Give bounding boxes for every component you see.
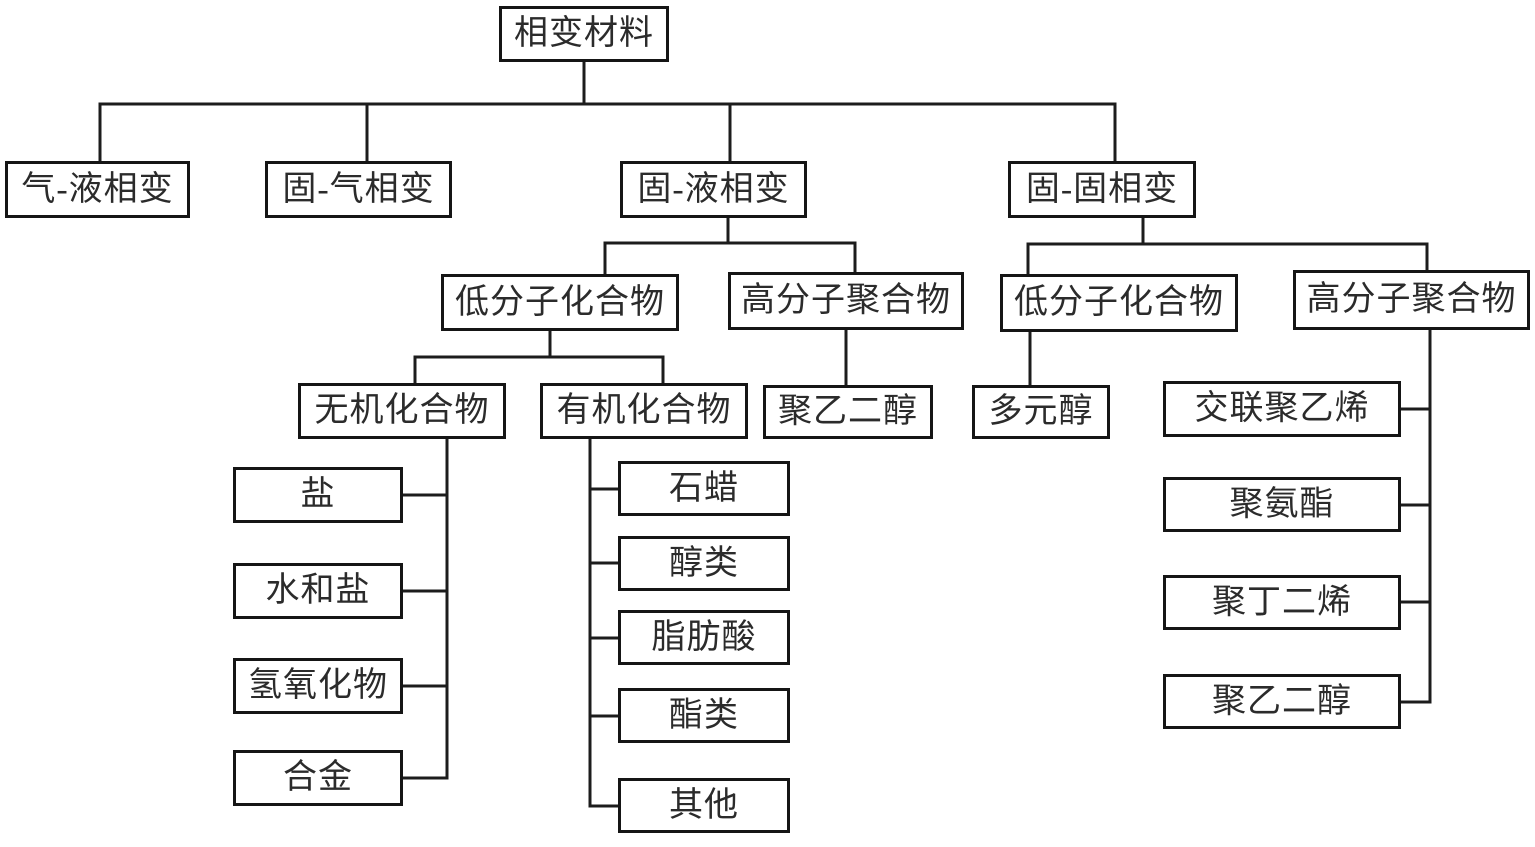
- node-paraffin: 石蜡: [618, 461, 790, 516]
- node-others: 其他: [618, 778, 790, 833]
- node-salt: 盐: [233, 467, 403, 523]
- node-solid-gas-phase-change: 固-气相变: [265, 161, 452, 218]
- node-solid-solid-phase-change: 固-固相变: [1008, 161, 1196, 218]
- node-fatty-acids: 脂肪酸: [618, 610, 790, 665]
- node-alcohols: 醇类: [618, 536, 790, 591]
- node-polyurethane: 聚氨酯: [1163, 477, 1401, 532]
- node-polybutadiene: 聚丁二烯: [1163, 575, 1401, 630]
- node-esters: 酯类: [618, 688, 790, 743]
- node-ss-high-polymer: 高分子聚合物: [1293, 270, 1530, 330]
- node-ss-low-molecular-compound: 低分子化合物: [1000, 274, 1238, 332]
- node-organic-compound: 有机化合物: [540, 383, 748, 439]
- node-crosslinked-polyethylene: 交联聚乙烯: [1163, 381, 1401, 437]
- node-polyethylene-glycol-sl: 聚乙二醇: [763, 385, 933, 439]
- node-inorganic-compound: 无机化合物: [298, 383, 506, 439]
- node-solid-liquid-phase-change: 固-液相变: [620, 161, 807, 218]
- node-sl-low-molecular-compound: 低分子化合物: [441, 274, 679, 331]
- node-gas-liquid-phase-change: 气-液相变: [5, 161, 190, 218]
- node-polyol: 多元醇: [972, 385, 1110, 439]
- node-polyethylene-glycol-ss: 聚乙二醇: [1163, 674, 1401, 729]
- node-sl-high-polymer: 高分子聚合物: [728, 272, 964, 330]
- node-phase-change-material: 相变材料: [499, 6, 669, 62]
- node-alloy: 合金: [233, 750, 403, 806]
- node-hydrated-salt: 水和盐: [233, 563, 403, 619]
- node-hydroxide: 氢氧化物: [233, 658, 403, 714]
